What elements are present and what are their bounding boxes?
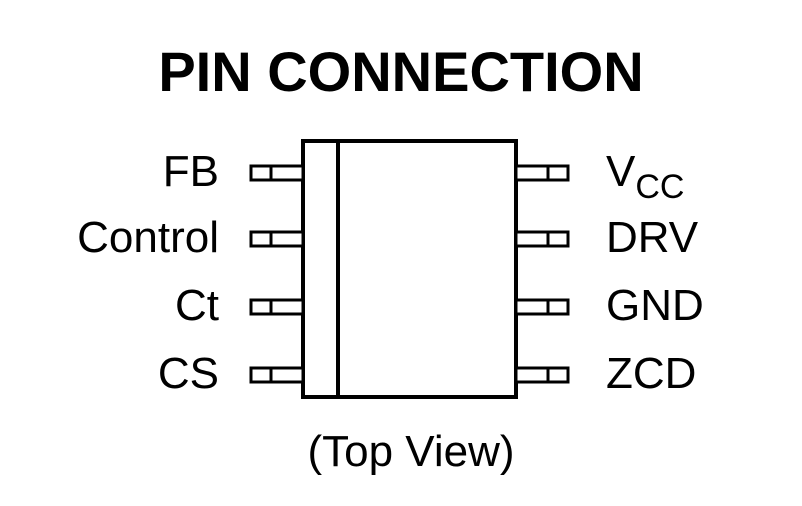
- pin-label-cs: CS: [157, 349, 219, 398]
- pin-label-vcc: VCC: [606, 147, 684, 206]
- left-pin-3: [249, 298, 305, 316]
- diagram-title: PIN CONNECTION: [158, 40, 644, 103]
- right-pin-5: [514, 366, 570, 384]
- pin-label-gnd: GND: [606, 281, 704, 330]
- left-pin-1: [249, 164, 305, 182]
- pin-label-vcc-subscript: CC: [635, 168, 685, 206]
- pin-label-drv: DRV: [606, 213, 699, 262]
- left-pin-4: [249, 366, 305, 384]
- right-pin-7: [514, 230, 570, 248]
- pin-label-fb: FB: [162, 147, 219, 196]
- pin-label-zcd: ZCD: [606, 349, 697, 398]
- pin-label-ct: Ct: [175, 281, 219, 330]
- left-pin-2: [249, 230, 305, 248]
- ic-body: [301, 139, 518, 399]
- right-pin-8: [514, 164, 570, 182]
- view-caption: (Top View): [307, 427, 515, 476]
- pin-label-control: Control: [77, 213, 219, 262]
- pin-label-vcc-main: V: [606, 147, 636, 196]
- right-pin-6: [514, 298, 570, 316]
